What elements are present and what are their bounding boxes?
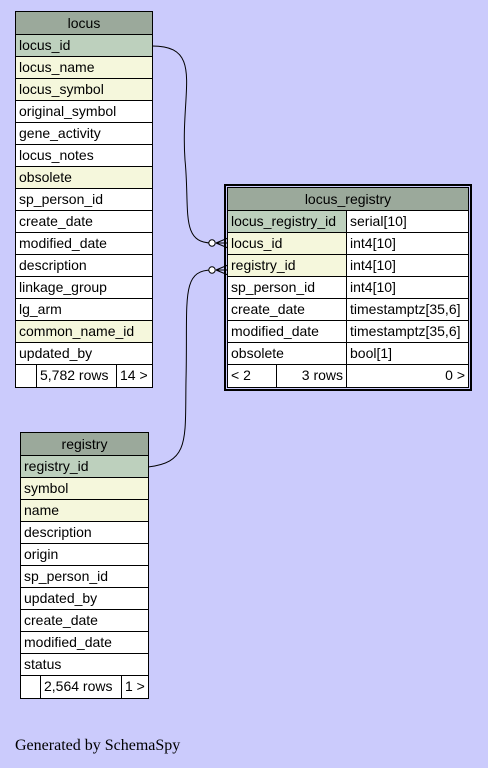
registry-column-name[interactable]: updated_by: [21, 588, 148, 609]
locus-column-name[interactable]: locus_symbol: [16, 79, 152, 100]
locus-column-name[interactable]: locus_id: [16, 35, 152, 56]
locus-column-name[interactable]: linkage_group: [16, 277, 152, 298]
locus-column-name[interactable]: locus_name: [16, 57, 152, 78]
locus-registry-column-type: timestamptz[35,6]: [346, 321, 468, 342]
locus-column-name[interactable]: sp_person_id: [16, 189, 152, 210]
locus-column-row[interactable]: create_date: [16, 211, 152, 233]
locus-registry-column-name[interactable]: locus_registry_id: [228, 211, 346, 232]
locus-children-link[interactable]: 14 >: [116, 365, 152, 387]
locus-column-row[interactable]: obsolete: [16, 167, 152, 189]
registry-column-row[interactable]: status: [21, 654, 148, 676]
registry-column-row[interactable]: name: [21, 500, 148, 522]
relationship-locus-optional-marker: [208, 239, 216, 247]
relationship-registry-line: [147, 269, 213, 468]
locus-registry-column-name[interactable]: sp_person_id: [228, 277, 346, 298]
locus-registry-column-name[interactable]: create_date: [228, 299, 346, 320]
locus-column-row[interactable]: modified_date: [16, 233, 152, 255]
registry-column-name[interactable]: modified_date: [21, 632, 148, 653]
registry-column-name[interactable]: create_date: [21, 610, 148, 631]
locus-registry-column-name[interactable]: registry_id: [228, 255, 346, 276]
locus-registry-column-type: timestamptz[35,6]: [346, 299, 468, 320]
locus-column-name[interactable]: locus_notes: [16, 145, 152, 166]
locus-column-row[interactable]: lg_arm: [16, 299, 152, 321]
locus-column-row[interactable]: locus_name: [16, 57, 152, 79]
locus-column-row[interactable]: gene_activity: [16, 123, 152, 145]
registry-column-row[interactable]: registry_id: [21, 456, 148, 478]
registry-column-name[interactable]: name: [21, 500, 148, 521]
locus-column-row[interactable]: sp_person_id: [16, 189, 152, 211]
locus-row-count: 5,782 rows: [36, 365, 116, 387]
locus-table-title[interactable]: locus: [16, 12, 152, 35]
relationship-registry-optional-marker: [208, 266, 216, 274]
registry-column-row[interactable]: sp_person_id: [21, 566, 148, 588]
registry-column-row[interactable]: modified_date: [21, 632, 148, 654]
locus-registry-row-count: 3 rows: [276, 365, 346, 387]
locus-registry-children-link[interactable]: 0 >: [346, 365, 468, 387]
registry-table-footer: 2,564 rows 1 >: [21, 676, 148, 698]
locus-registry-column-type: serial[10]: [346, 211, 468, 232]
locus-table-footer: 5,782 rows 14 >: [16, 365, 152, 387]
registry-children-link[interactable]: 1 >: [121, 676, 148, 698]
locus-column-name[interactable]: updated_by: [16, 343, 152, 364]
locus-registry-table-footer: < 2 3 rows 0 >: [228, 365, 468, 387]
locus-column-row[interactable]: locus_symbol: [16, 79, 152, 101]
registry-column-name[interactable]: symbol: [21, 478, 148, 499]
registry-column-name[interactable]: status: [21, 654, 148, 675]
locus-registry-table-title[interactable]: locus_registry: [228, 188, 468, 211]
locus-registry-column-type: int4[10]: [346, 255, 468, 276]
generated-by-credit: Generated by SchemaSpy: [15, 737, 181, 754]
locus-column-row[interactable]: description: [16, 255, 152, 277]
locus-parents-link[interactable]: [16, 365, 36, 387]
locus-column-name[interactable]: modified_date: [16, 233, 152, 254]
locus-column-row[interactable]: common_name_id: [16, 321, 152, 343]
locus-column-name[interactable]: original_symbol: [16, 101, 152, 122]
locus-registry-column-type: int4[10]: [346, 277, 468, 298]
registry-column-row[interactable]: origin: [21, 544, 148, 566]
locus-column-name[interactable]: obsolete: [16, 167, 152, 188]
relationship-locus-line: [151, 45, 213, 244]
locus-column-row[interactable]: locus_id: [16, 35, 152, 57]
registry-column-name[interactable]: sp_person_id: [21, 566, 148, 587]
locus-registry-column-type: bool[1]: [346, 343, 468, 364]
registry-table-title[interactable]: registry: [21, 433, 148, 456]
registry-column-name[interactable]: registry_id: [21, 456, 148, 477]
locus-registry-column-name[interactable]: obsolete: [228, 343, 346, 364]
registry-column-row[interactable]: description: [21, 522, 148, 544]
registry-column-name[interactable]: origin: [21, 544, 148, 565]
registry-parents-link[interactable]: [21, 676, 40, 698]
locus-column-row[interactable]: original_symbol: [16, 101, 152, 123]
locus-column-name[interactable]: gene_activity: [16, 123, 152, 144]
locus-column-name[interactable]: description: [16, 255, 152, 276]
registry-column-name[interactable]: description: [21, 522, 148, 543]
locus-column-name[interactable]: lg_arm: [16, 299, 152, 320]
locus-column-name[interactable]: common_name_id: [16, 321, 152, 342]
locus-registry-column-type: int4[10]: [346, 233, 468, 254]
locus-registry-parents-link[interactable]: < 2: [231, 367, 251, 383]
registry-column-row[interactable]: symbol: [21, 478, 148, 500]
locus-column-name[interactable]: create_date: [16, 211, 152, 232]
locus-column-row[interactable]: updated_by: [16, 343, 152, 365]
locus-registry-column-name[interactable]: modified_date: [228, 321, 346, 342]
locus-column-row[interactable]: linkage_group: [16, 277, 152, 299]
registry-row-count: 2,564 rows: [40, 676, 121, 698]
locus-registry-column-name[interactable]: locus_id: [228, 233, 346, 254]
locus-column-row[interactable]: locus_notes: [16, 145, 152, 167]
registry-column-row[interactable]: create_date: [21, 610, 148, 632]
registry-column-row[interactable]: updated_by: [21, 588, 148, 610]
